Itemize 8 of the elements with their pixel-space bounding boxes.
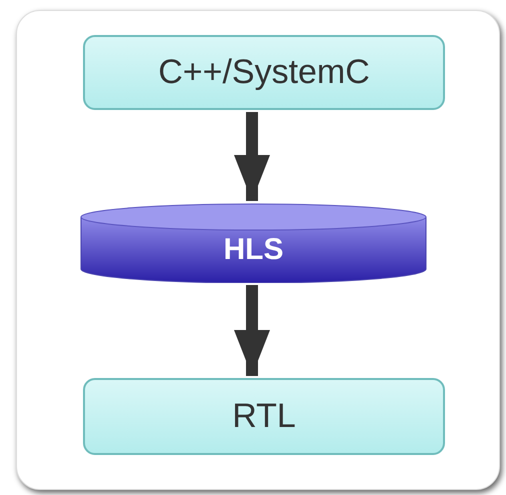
node-label: RTL	[232, 396, 296, 437]
node-label: C++/SystemC	[158, 52, 370, 93]
arrow	[234, 285, 270, 376]
cylinder-node	[80, 203, 427, 283]
node-label: HLS	[224, 232, 284, 268]
arrow	[234, 112, 270, 201]
process-box	[83, 378, 445, 455]
process-box	[83, 35, 445, 110]
